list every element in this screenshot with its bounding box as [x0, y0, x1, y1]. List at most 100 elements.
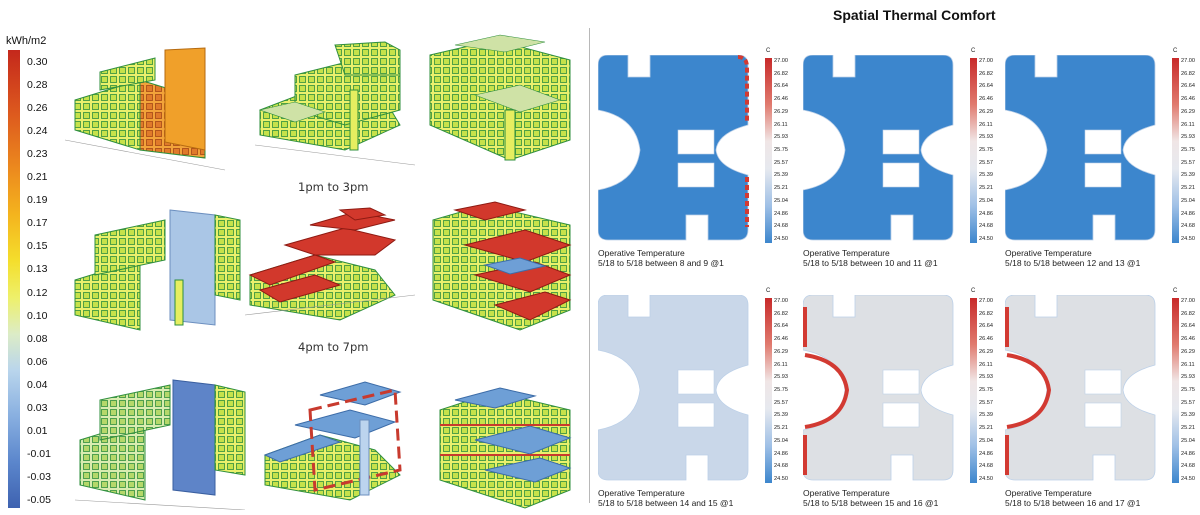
scale-tick: 24.68	[979, 463, 993, 470]
legend-tick: 0.30	[27, 56, 48, 68]
legend-tick: 0.26	[27, 102, 48, 115]
scale-tick: 24.50	[979, 236, 993, 242]
building-renders	[64, 34, 572, 510]
panel-title: Operative Temperature	[598, 248, 685, 258]
scale-tick: 25.93	[774, 374, 788, 381]
scale-tick: 26.46	[1181, 96, 1195, 103]
caption-4pm-7pm: 4pm to 7pm	[298, 340, 369, 354]
scale-tick: 25.39	[774, 172, 788, 179]
panel-title: Operative Temperature	[803, 488, 890, 498]
legend-tick: 0.13	[27, 263, 48, 276]
legend-tick: 0.08	[27, 332, 48, 345]
scale-tick: 25.21	[774, 185, 788, 192]
panel-period: 5/18 to 5/18 between 12 and 13 @1	[1005, 258, 1141, 268]
scale-tick: 24.50	[1181, 236, 1195, 242]
legend-tick: 0.06	[27, 355, 48, 368]
scale-tick: 26.29	[1181, 108, 1195, 115]
scale-tick: 26.46	[774, 96, 788, 103]
legend-tick: -0.01	[27, 447, 51, 460]
spatial-thermal-comfort-title: Spatial Thermal Comfort	[833, 7, 996, 23]
scale-tick: 25.75	[774, 387, 788, 393]
panel-period: 5/18 to 5/18 between 16 and 17 @1	[1005, 498, 1141, 508]
scale-tick: 24.86	[1181, 210, 1195, 217]
temperature-scale-bar	[1172, 58, 1179, 243]
floor-plan-2	[803, 55, 954, 241]
scale-tick: 25.93	[979, 134, 993, 141]
scale-tick: 27.00	[1181, 298, 1195, 304]
scale-tick: 27.00	[979, 58, 993, 64]
building-row2-b	[244, 207, 416, 321]
scale-tick: 26.64	[1181, 83, 1195, 90]
scale-tick: 26.29	[979, 348, 993, 355]
legend-tick: 0.12	[27, 286, 48, 299]
scale-tick: 26.82	[979, 70, 993, 77]
scale-tick: 24.68	[774, 463, 788, 470]
panel-period: 5/18 to 5/18 between 14 and 15 @1	[598, 498, 734, 508]
scale-tick: 25.75	[1181, 147, 1195, 153]
temperature-scale-bar	[970, 298, 977, 483]
scale-tick: 26.11	[1181, 361, 1195, 368]
scale-tick: 26.82	[979, 310, 993, 317]
scale-tick: 25.57	[1181, 159, 1195, 166]
scale-unit: C	[766, 288, 771, 294]
scale-tick: 26.64	[979, 323, 993, 330]
legend-color-bar	[8, 50, 20, 508]
scale-tick: 24.86	[979, 450, 993, 457]
building-row2-a	[74, 209, 241, 331]
scale-tick: 24.86	[774, 450, 788, 457]
floor-plan-4	[598, 295, 749, 481]
scale-tick: 25.57	[979, 159, 993, 166]
scale-tick: 24.68	[1181, 463, 1195, 470]
legend-tick: 0.10	[27, 309, 48, 322]
scale-tick: 25.21	[1181, 185, 1195, 192]
scale-tick: 26.64	[774, 323, 788, 330]
legend-tick: 0.01	[27, 424, 48, 437]
scale-tick: 26.82	[1181, 310, 1195, 317]
scale-tick: 24.50	[774, 236, 788, 242]
panel-title: Operative Temperature	[1005, 488, 1092, 498]
legend-tick: 0.03	[27, 401, 48, 414]
scale-tick: 27.00	[1181, 58, 1195, 64]
scale-tick: 25.93	[774, 134, 788, 141]
scale-tick: 25.93	[1181, 374, 1195, 381]
scale-tick: 26.82	[774, 70, 788, 77]
scale-tick: 26.46	[1181, 336, 1195, 343]
scale-tick: 25.57	[979, 399, 993, 406]
legend-tick: 0.23	[27, 148, 48, 161]
scale-tick: 25.57	[1181, 399, 1195, 406]
legend-tick: 0.28	[27, 79, 48, 92]
scale-tick: 24.68	[1181, 223, 1195, 230]
scale-tick: 25.04	[979, 437, 993, 444]
panel-period: 5/18 to 5/18 between 10 and 11 @1	[803, 258, 938, 268]
building-row3-b	[263, 381, 402, 501]
scale-tick: 25.75	[979, 147, 993, 153]
legend-tick: -0.05	[27, 494, 51, 506]
scale-tick: 27.00	[774, 58, 788, 64]
scale-tick: 25.93	[1181, 134, 1195, 141]
panel-title: Operative Temperature	[598, 488, 685, 498]
building-row1-b	[254, 41, 416, 166]
scale-tick: 25.57	[774, 159, 788, 166]
scale-tick: 26.82	[1181, 70, 1195, 77]
scale-tick: 26.11	[774, 361, 788, 368]
panel-period: 5/18 to 5/18 between 8 and 9 @1	[598, 258, 724, 268]
scale-tick: 26.46	[979, 336, 993, 343]
scale-unit: C	[1173, 48, 1178, 54]
temperature-scale-bar	[765, 298, 772, 483]
scale-tick: 27.00	[979, 298, 993, 304]
panel-title: Operative Temperature	[1005, 248, 1092, 258]
scale-tick: 25.21	[1181, 425, 1195, 432]
scale-unit: C	[766, 48, 771, 54]
scale-tick: 25.21	[979, 185, 993, 192]
scale-tick: 26.64	[774, 83, 788, 90]
scale-tick: 26.46	[979, 96, 993, 103]
floor-plan-6	[1005, 295, 1156, 481]
scale-tick: 24.50	[774, 476, 788, 482]
scale-tick: 25.75	[774, 147, 788, 153]
scale-tick: 24.68	[979, 223, 993, 230]
scale-tick: 25.21	[774, 425, 788, 432]
scale-tick: 27.00	[774, 298, 788, 304]
scale-tick: 24.86	[979, 210, 993, 217]
legend-tick: 0.24	[27, 125, 48, 138]
